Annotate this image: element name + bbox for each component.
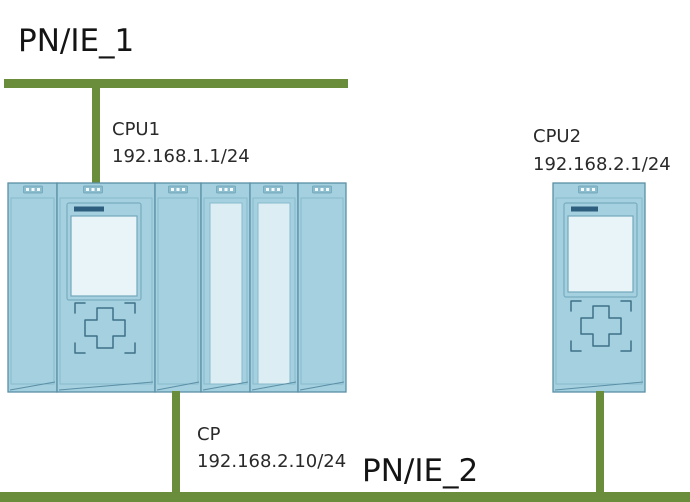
- module-label-panel: [257, 202, 291, 385]
- module-bottom-edge: [202, 381, 249, 391]
- cpu2-key-corner-icon: [620, 300, 632, 312]
- cpu2-navigation-cross-icon: [580, 305, 622, 347]
- cp-name-label: CP: [197, 424, 221, 445]
- module-bottom-edge: [299, 381, 345, 391]
- status-led: [277, 188, 280, 191]
- module-front-cover: [300, 197, 344, 385]
- status-led: [97, 188, 100, 191]
- cpu2-key-corner-icon: [570, 300, 582, 312]
- status-led: [586, 188, 590, 191]
- status-led: [315, 188, 318, 191]
- status-led: [86, 188, 89, 191]
- module-front-cover: [157, 197, 199, 385]
- cpu1-key-corner-icon: [124, 302, 136, 314]
- cpu2-subnet-connection[interactable]: [596, 391, 604, 493]
- cp-subnet-connection[interactable]: [172, 391, 180, 493]
- module-front-cover: [555, 197, 643, 385]
- cpu2-label-strip: [571, 206, 598, 212]
- cpu2-key-corner-icon: [570, 340, 582, 352]
- module-front-cover: [59, 197, 153, 385]
- cpu1-key-corner-icon: [74, 302, 86, 314]
- rack-module-1[interactable]: [7, 182, 58, 393]
- status-led: [224, 188, 228, 191]
- cpu1-name-label: CPU1: [112, 119, 160, 140]
- cp-module[interactable]: [154, 182, 202, 393]
- status-led: [171, 188, 174, 191]
- module-bottom-edge: [156, 381, 200, 391]
- module-housing[interactable]: [7, 182, 58, 393]
- cpu2-key-corner-icon: [620, 340, 632, 352]
- status-led: [26, 188, 29, 191]
- subnet-line-pn-ie-1[interactable]: [4, 79, 348, 88]
- subnet-line-pn-ie-2[interactable]: [0, 492, 690, 502]
- cpu1-key-corner-icon: [74, 342, 86, 354]
- rack-module-4[interactable]: [200, 182, 251, 393]
- cpu1-subnet-connection[interactable]: [92, 87, 100, 184]
- status-led: [271, 188, 275, 191]
- subnet-label-pn-ie-2: PN/IE_2: [362, 453, 478, 489]
- module-bottom-edge: [58, 381, 154, 391]
- status-led: [581, 188, 584, 191]
- module-bottom-edge: [9, 381, 56, 391]
- cpu1-module[interactable]: [56, 182, 156, 393]
- status-led: [219, 188, 222, 191]
- rack-module-5[interactable]: [249, 182, 299, 393]
- cpu1-label-strip: [74, 206, 104, 212]
- status-led: [91, 188, 95, 191]
- cpu1-display-screen: [70, 215, 138, 297]
- status-led: [326, 188, 329, 191]
- cpu2-display-screen: [567, 215, 634, 293]
- status-led: [592, 188, 595, 191]
- module-label-panel: [209, 202, 243, 385]
- cpu1-key-corner-icon: [124, 342, 136, 354]
- cpu1-navigation-cross-icon: [84, 307, 126, 349]
- cp-housing[interactable]: [154, 182, 202, 393]
- module-housing[interactable]: [297, 182, 347, 393]
- cpu2-name-label: CPU2: [533, 126, 581, 147]
- module-front-cover: [10, 197, 55, 385]
- status-led: [182, 188, 185, 191]
- subnet-label-pn-ie-1: PN/IE_1: [18, 23, 134, 59]
- station-rack[interactable]: [7, 182, 347, 393]
- status-led: [31, 188, 35, 191]
- status-led: [320, 188, 324, 191]
- status-led: [37, 188, 40, 191]
- cpu1-ip-label: 192.168.1.1/24: [112, 146, 250, 167]
- status-led: [176, 188, 180, 191]
- cpu2-ip-label: 192.168.2.1/24: [533, 154, 671, 175]
- status-led: [230, 188, 233, 191]
- cp-ip-label: 192.168.2.10/24: [197, 451, 346, 472]
- cpu2-module[interactable]: [552, 182, 646, 393]
- module-bottom-edge: [554, 381, 644, 391]
- module-bottom-edge: [251, 381, 297, 391]
- rack-module-6[interactable]: [297, 182, 347, 393]
- status-led: [266, 188, 269, 191]
